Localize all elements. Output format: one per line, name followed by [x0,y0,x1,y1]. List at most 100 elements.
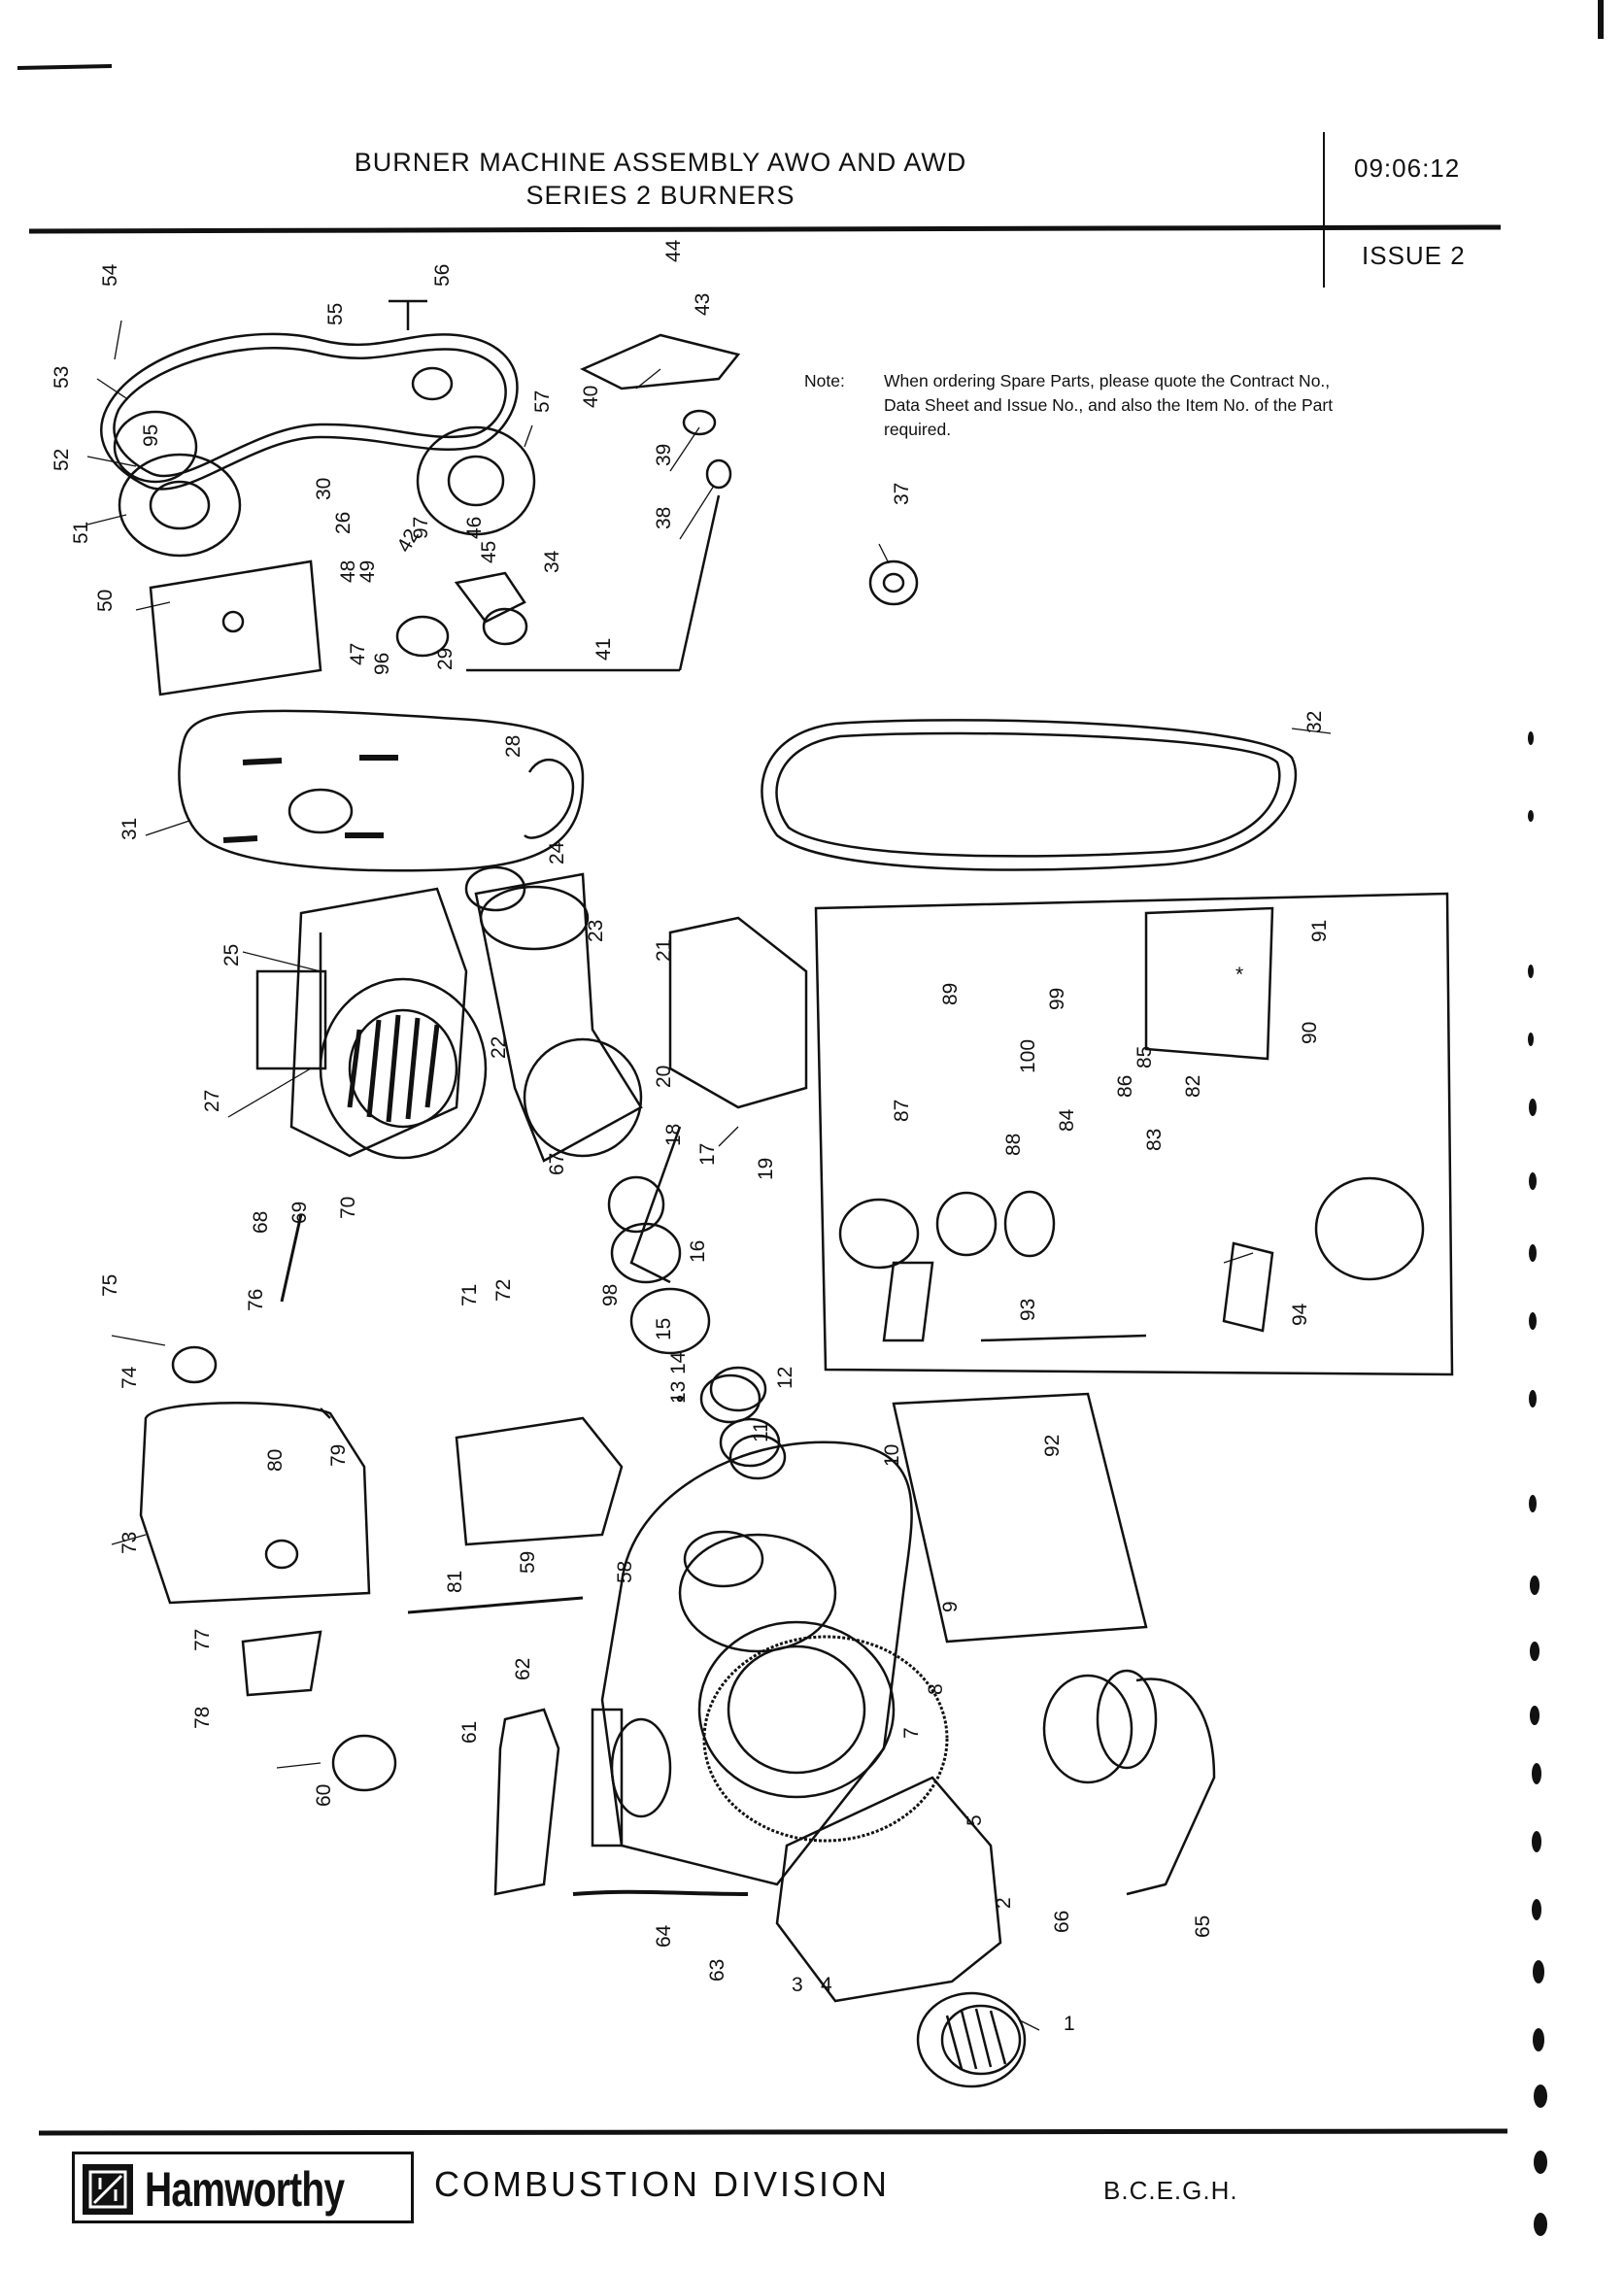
callout-34: 34 [541,550,563,573]
callout-90: 90 [1299,1022,1321,1044]
flanges-seals [676,1366,787,1588]
callout-44: 44 [662,239,685,262]
callout-14: 14 [667,1351,690,1374]
division-name: COMBUSTION DIVISION [434,2164,891,2204]
burner-casing [455,1416,913,1886]
drive-belt-32 [761,559,1298,871]
callout-25: 25 [220,944,243,966]
callout-63: 63 [706,1959,728,1982]
callout-13: 13 [667,1381,690,1404]
motor [255,887,488,1160]
callout-59: 59 [517,1551,539,1574]
callout-47: 47 [347,643,369,665]
callout-51: 51 [70,522,92,544]
callout-2: 2 [993,1897,1015,1909]
callout-48: 48 [337,560,359,583]
callout-50: 50 [94,590,117,612]
callout-26: 26 [332,512,355,534]
title-line-1: BURNER MACHINE ASSEMBLY AWO AND AWD [354,148,967,177]
callout-56: 56 [431,264,454,287]
callout-93: 93 [1017,1299,1039,1321]
callout-asterisk: * [1235,964,1243,986]
callout-83: 83 [1143,1129,1166,1151]
callout-31: 31 [118,818,141,840]
callout-97: 97 [410,517,432,539]
callout-40: 40 [580,386,602,408]
callout-70: 70 [337,1197,359,1219]
binding-margin-marks [1528,731,1547,2236]
footer-code: B.C.E.G.H. [1103,2176,1238,2205]
callout-77: 77 [191,1629,214,1651]
callout-79: 79 [327,1444,350,1467]
callout-73: 73 [118,1532,141,1554]
pulley-belt-group [100,299,536,696]
callout-81: 81 [444,1571,466,1593]
callout-95: 95 [140,424,162,447]
callout-15: 15 [653,1318,675,1340]
callout-1: 1 [1064,2013,1075,2035]
callout-37: 37 [891,483,913,505]
callout-74: 74 [118,1366,141,1389]
callout-24: 24 [546,841,568,864]
linkage-lower-left [241,1213,749,1896]
callout-80: 80 [264,1449,287,1472]
note-text: When ordering Spare Parts, please quote … [884,371,1334,439]
callout-3: 3 [792,1974,803,1996]
bracket-group [395,333,741,672]
callout-10: 10 [881,1444,903,1467]
page-rules [17,0,1604,2136]
detail-inset-frame [814,892,1454,1376]
callout-29: 29 [434,648,457,670]
callout-57: 57 [531,390,554,413]
callout-30: 30 [313,478,335,500]
callout-21: 21 [653,939,675,962]
callout-39: 39 [653,444,675,466]
callout-68: 68 [250,1211,272,1234]
callout-87: 87 [891,1100,913,1122]
callout-96: 96 [371,653,393,675]
callout-20: 20 [653,1066,675,1088]
callout-64: 64 [653,1924,675,1948]
callout-84: 84 [1056,1108,1078,1132]
callout-72: 72 [492,1279,515,1302]
callout-69: 69 [288,1202,311,1224]
callout-92: 92 [1041,1435,1064,1457]
callout-75: 75 [99,1274,121,1297]
callout-4: 4 [821,1974,832,1996]
callout-98: 98 [599,1284,622,1306]
callout-94: 94 [1289,1303,1311,1326]
callout-28: 28 [502,735,524,758]
callout-22: 22 [488,1036,510,1059]
callout-58: 58 [614,1561,636,1583]
callout-71: 71 [458,1284,481,1306]
callout-32: 32 [1303,711,1326,733]
callout-43: 43 [692,293,714,316]
callout-52: 52 [51,449,73,471]
page-title: BURNER MACHINE ASSEMBLY AWO AND AWD SERI… [291,146,1030,212]
callout-18: 18 [662,1124,685,1146]
callout-78: 78 [191,1707,214,1729]
title-line-2: SERIES 2 BURNERS [525,181,795,210]
callout-54: 54 [99,263,121,287]
callout-67: 67 [546,1153,568,1175]
callout-16: 16 [687,1240,709,1263]
callout-65: 65 [1192,1915,1214,1938]
brand-logo-icon [83,2164,133,2215]
callout-11: 11 [750,1421,772,1442]
callout-8: 8 [925,1683,947,1695]
callout-23: 23 [585,920,607,942]
callout-17: 17 [696,1143,719,1166]
callout-85: 85 [1133,1046,1156,1068]
callout-49: 49 [356,560,379,583]
callout-53: 53 [51,366,73,389]
callout-9: 9 [939,1601,962,1612]
coupling-lower-right [1042,1669,1216,1896]
callout-66: 66 [1051,1911,1073,1933]
callout-60: 60 [313,1784,335,1807]
callout-19: 19 [755,1158,777,1180]
document-number: 09:06:12 [1354,153,1461,183]
callout-88: 88 [1002,1134,1025,1156]
wiring-inset-frame [892,1392,1148,1644]
